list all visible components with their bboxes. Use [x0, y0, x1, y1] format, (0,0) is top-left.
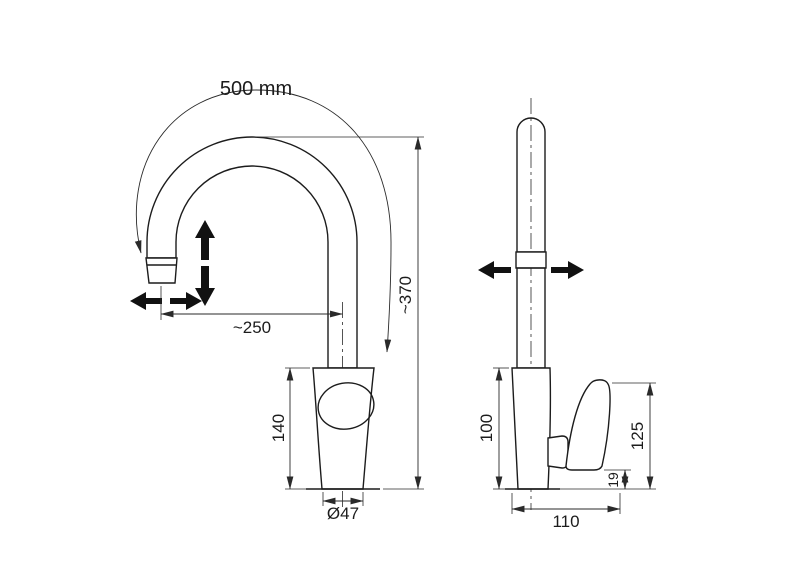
dimension-clearance: 19: [604, 469, 631, 490]
side-hose-upper: [516, 117, 546, 253]
total-height-dim-label: ~370: [396, 276, 415, 314]
handle-height-dim-label: 125: [628, 422, 647, 450]
dimension-body-height-front: 140: [269, 367, 310, 490]
side-hose-connector: [515, 251, 547, 269]
front-body-lens-detail: [317, 382, 375, 430]
hose-length-dim-curve: [134, 89, 392, 353]
dimension-base-diameter: Ø47: [322, 492, 364, 523]
side-handle-lever: [565, 379, 611, 471]
front-view: 500 mm ~250 ~370 140 Ø47: [130, 78, 424, 523]
base-depth-dim-label: 110: [552, 512, 579, 531]
spout-move-right-arrow: [170, 292, 202, 310]
dimension-handle-height: 125: [560, 382, 656, 490]
dimension-body-height-side: 100: [477, 367, 509, 490]
dimension-total-height: ~370: [256, 136, 424, 490]
side-body: [511, 367, 552, 490]
side-body-height-dim-label: 100: [477, 414, 496, 442]
body-height-dim-label: 140: [269, 414, 288, 442]
swivel-right-arrow: [551, 261, 584, 279]
side-handle-joint: [547, 435, 569, 469]
dimension-base-depth: 110: [511, 493, 621, 531]
spout-move-up-arrow: [195, 220, 215, 260]
side-view: 100 125 19 110: [477, 98, 656, 531]
swivel-left-arrow: [478, 261, 511, 279]
reach-dim-label: ~250: [233, 318, 271, 337]
front-body: [312, 367, 375, 490]
dimension-reach: ~250: [160, 286, 344, 337]
hose-length-dim-label: 500 mm: [220, 78, 292, 100]
front-spout-endcap: [145, 257, 178, 284]
clearance-dim-label: 19: [605, 472, 621, 488]
base-diameter-dim-label: Ø47: [327, 504, 359, 523]
spout-move-left-arrow: [130, 292, 162, 310]
dimension-hose-length: 500 mm: [134, 78, 392, 353]
